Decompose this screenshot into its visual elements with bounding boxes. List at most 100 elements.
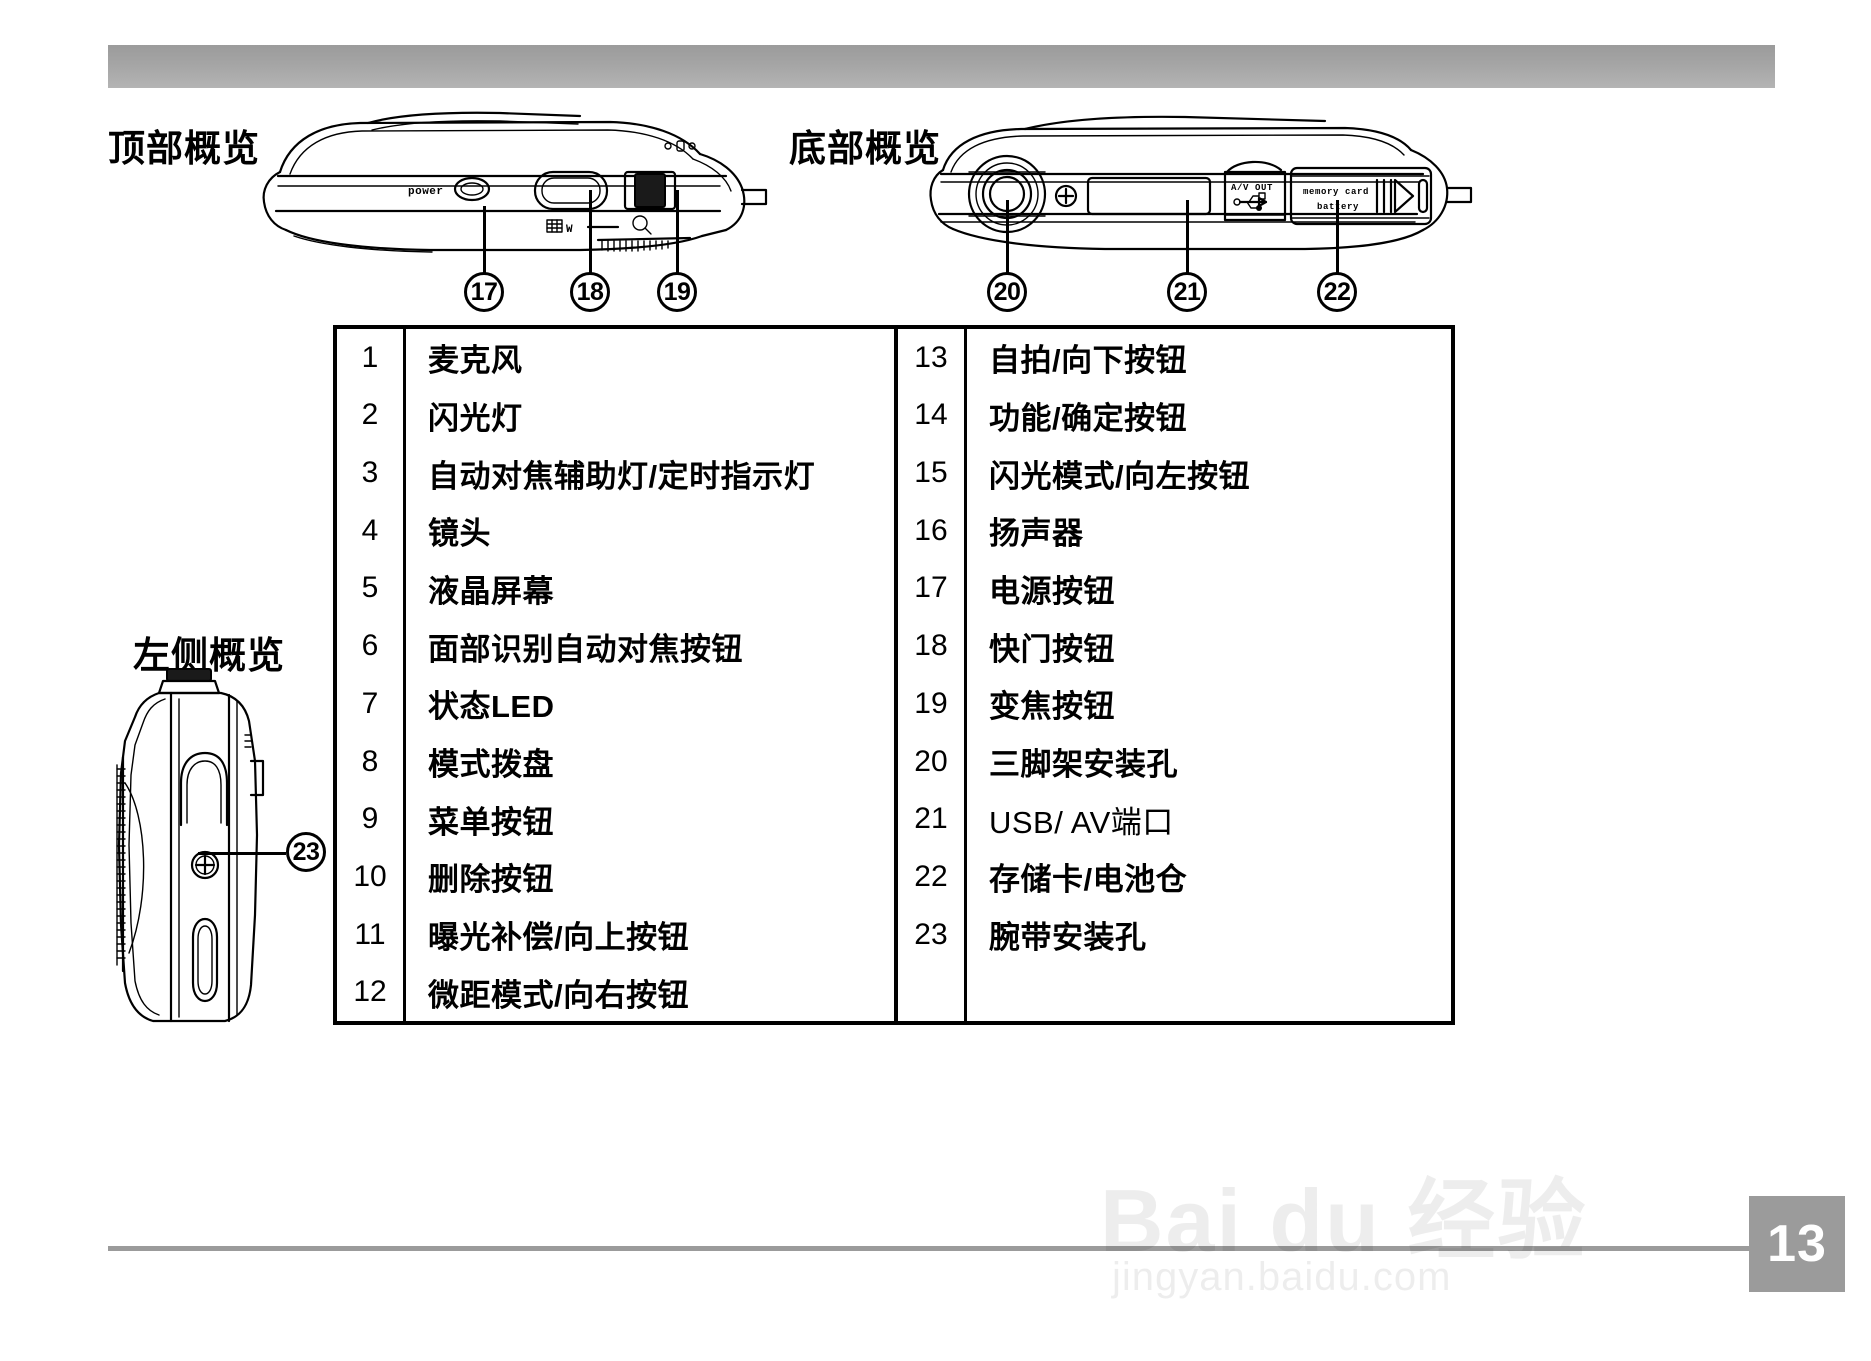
row-number: 12 xyxy=(353,975,387,1009)
page-header-bar xyxy=(108,45,1775,88)
row-divider xyxy=(403,675,406,733)
row-number: 5 xyxy=(361,571,379,605)
row-label: 状态LED xyxy=(428,689,555,725)
row-number: 16 xyxy=(914,513,948,547)
table-row: 18 快门按钮 xyxy=(898,617,1451,675)
parts-table-left-column: 1 麦克风 2 闪光灯 3 自动对焦辅助灯/定时指示灯 4 镜头 5 液晶屏幕 … xyxy=(337,328,894,1022)
memory-card-label: memory card xyxy=(1303,187,1369,197)
row-divider xyxy=(403,501,406,560)
row-label: 麦克风 xyxy=(428,343,523,379)
callout-18: 18 xyxy=(570,272,610,312)
row-divider xyxy=(963,559,967,618)
row-label: 变焦按钮 xyxy=(988,689,1115,725)
row-number: 2 xyxy=(361,398,379,432)
leader-line-22 xyxy=(1336,200,1339,310)
callout-21: 21 xyxy=(1167,272,1207,312)
row-label: 自动对焦辅助灯/定时指示灯 xyxy=(428,458,816,494)
callout-17: 17 xyxy=(464,272,504,312)
table-row: 9 菜单按钮 xyxy=(337,790,894,849)
row-divider xyxy=(963,848,967,906)
table-row: 20 三脚架安装孔 xyxy=(898,732,1451,791)
zoom-wide-label: W xyxy=(566,224,573,236)
row-divider xyxy=(963,790,967,849)
camera-bottom-view-diagram: A/V OUT memory card battery xyxy=(925,110,1485,260)
row-label: 液晶屏幕 xyxy=(428,573,554,609)
camera-left-side-view-diagram xyxy=(95,665,305,1035)
row-divider xyxy=(963,905,967,964)
table-row: 5 液晶屏幕 xyxy=(337,559,894,618)
row-number: 1 xyxy=(361,340,379,374)
row-label: 菜单按钮 xyxy=(428,804,554,840)
row-number: 4 xyxy=(361,513,379,547)
baidu-watermark: Bai du 经验 jingyan.baidu.com xyxy=(1100,1150,1740,1330)
row-divider xyxy=(403,848,406,906)
row-number: 21 xyxy=(914,802,948,836)
row-number: 7 xyxy=(361,686,379,720)
row-label: 电源按钮 xyxy=(988,573,1115,609)
section-caption-top-overview: 顶部概览 xyxy=(108,128,260,169)
row-label: 闪光灯 xyxy=(428,400,523,436)
page-footer-rule xyxy=(108,1246,1775,1251)
table-row: 8 模式拨盘 xyxy=(337,732,894,791)
table-row: 13 自拍/向下按钮 xyxy=(898,328,1451,387)
leader-line-21 xyxy=(1186,200,1189,310)
table-row: 6 面部识别自动对焦按钮 xyxy=(337,617,894,675)
row-label: 微距模式/向右按钮 xyxy=(428,977,690,1013)
row-label: 闪光模式/向左按钮 xyxy=(988,458,1251,494)
row-divider xyxy=(403,328,406,387)
row-number: 10 xyxy=(353,859,387,893)
row-divider xyxy=(963,328,967,387)
row-divider xyxy=(403,386,406,445)
row-label: 镜头 xyxy=(428,516,491,552)
row-divider xyxy=(403,444,406,502)
row-divider xyxy=(403,790,406,849)
callout-19: 19 xyxy=(657,272,697,312)
table-row-empty xyxy=(898,963,1451,1022)
row-label: 快门按钮 xyxy=(988,631,1115,667)
row-divider xyxy=(963,501,967,560)
row-number: 17 xyxy=(914,571,948,605)
table-row: 22 存储卡/电池仓 xyxy=(898,848,1451,906)
camera-top-view-diagram: power W xyxy=(250,110,810,260)
row-number: 23 xyxy=(914,917,948,951)
row-label: 面部识别自动对焦按钮 xyxy=(428,631,743,667)
table-row: 14 功能/确定按钮 xyxy=(898,386,1451,445)
row-label: 删除按钮 xyxy=(428,862,554,898)
callout-22: 22 xyxy=(1317,272,1357,312)
row-number: 3 xyxy=(361,456,379,490)
leader-line-19 xyxy=(676,190,679,310)
row-number: 20 xyxy=(914,744,948,778)
row-label: 自拍/向下按钮 xyxy=(988,343,1188,379)
av-out-label: A/V OUT xyxy=(1231,183,1273,193)
leader-line-20 xyxy=(1006,200,1009,310)
row-divider xyxy=(963,617,967,675)
row-divider xyxy=(403,617,406,675)
row-divider xyxy=(963,444,967,502)
table-row: 15 闪光模式/向左按钮 xyxy=(898,444,1451,502)
watermark-logo-text: Bai du 经验 xyxy=(1100,1171,1588,1270)
row-number: 15 xyxy=(914,456,948,490)
callout-23: 23 xyxy=(286,832,326,872)
row-number: 11 xyxy=(354,917,386,951)
row-divider xyxy=(403,905,406,964)
leader-line-17 xyxy=(483,206,486,310)
table-row: 16 扬声器 xyxy=(898,501,1451,560)
row-label: 曝光补偿/向上按钮 xyxy=(428,920,690,956)
row-divider xyxy=(963,732,967,791)
page-number: 13 xyxy=(1749,1196,1845,1292)
power-label: power xyxy=(408,186,444,198)
row-divider xyxy=(403,559,406,618)
table-row: 23 腕带安装孔 xyxy=(898,905,1451,964)
table-row: 7 状态LED xyxy=(337,675,894,733)
table-row: 17 电源按钮 xyxy=(898,559,1451,618)
row-number: 8 xyxy=(361,744,379,778)
leader-line-23 xyxy=(198,852,286,855)
row-label: 存储卡/电池仓 xyxy=(988,862,1188,898)
watermark-url-text: jingyan.baidu.com xyxy=(1112,1255,1452,1299)
row-label: 腕带安装孔 xyxy=(988,920,1147,956)
callout-20: 20 xyxy=(987,272,1027,312)
row-divider xyxy=(963,963,967,1022)
row-label: 三脚架安装孔 xyxy=(988,747,1178,782)
row-divider xyxy=(403,732,406,791)
row-divider xyxy=(963,675,967,733)
